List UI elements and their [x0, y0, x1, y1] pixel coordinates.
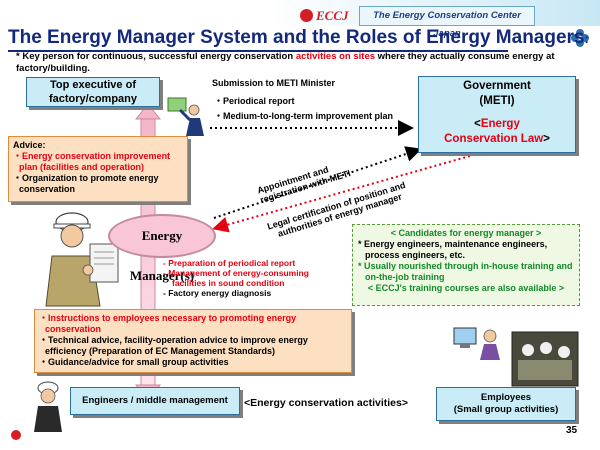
logo-text: ECCJ [316, 8, 349, 23]
submission-title: Submission to METI Minister [212, 78, 336, 88]
advice-title: Advice: [13, 140, 46, 150]
clover-icon [571, 29, 589, 47]
instruction-1-text: Instructions to employees necessary to p… [45, 313, 297, 334]
advice-box: Advice: ・Energy conservation improvement… [8, 136, 188, 202]
subtitle-part2: where they actually consume energy at fa… [16, 51, 555, 74]
candidates-item-1-text: Energy engineers, maintenance engineers,… [364, 239, 548, 260]
candidates-item-3: < ECCJ's training courses are also avail… [367, 283, 565, 293]
law-line2-text: Conservation Law [444, 133, 544, 145]
em-task-2-text: Management of energy-consuming [168, 268, 309, 278]
em-task-1-text: Preparation of periodical report [168, 258, 296, 268]
em-task-4: - Factory energy diagnosis [163, 288, 272, 298]
instruction-1: ・Instructions to employees necessary to … [39, 313, 297, 334]
instruction-3-text: Guidance/advice for small group activiti… [48, 357, 229, 367]
submission-item-1-text: Periodical report [223, 96, 295, 106]
em-tasks-list: - Preparation of periodical report - Man… [163, 258, 309, 298]
candidates-title: < Candidates for energy manager > [390, 228, 542, 238]
candidates-item-2: * Usually nourished through in-house tra… [358, 261, 573, 282]
employees-photo-icon [453, 327, 579, 387]
energy-manager-figure-icon [45, 212, 119, 307]
engineer-figure-icon [34, 381, 62, 432]
employees-box: Employees (Small group activities) [436, 387, 576, 421]
ec-activities-label: <Energy conservation activities> [244, 397, 408, 409]
employees-line2: (Small group activities) [453, 404, 559, 415]
page-title: The Energy Manager System and the Roles … [8, 27, 589, 49]
candidates-item-1: * Energy engineers, maintenance engineer… [358, 239, 548, 260]
subtitle-highlight: activities on sites [295, 51, 376, 62]
certification-arrow [212, 155, 471, 233]
em-task-2: - Management of energy-consuming [163, 268, 309, 278]
em-task-3: facilities in sound condition [163, 278, 309, 288]
top-executive-line2: factory/company [48, 93, 138, 105]
em-task-1: - Preparation of periodical report [163, 258, 296, 268]
government-line2: (METI) [479, 95, 515, 107]
instructions-box: ・Instructions to employees necessary to … [34, 309, 352, 373]
instruction-2-text: Technical advice, facility-operation adv… [45, 335, 308, 356]
eccj-small-logo-icon [11, 430, 21, 440]
submission-item-2: ・Medium-to-long-term improvement plan [214, 111, 394, 121]
top-executive-line1: Top executive of [50, 79, 136, 91]
subtitle-part1: Key person for continuous, successful en… [22, 51, 294, 62]
appointment-arrow [213, 146, 422, 219]
submission-item-1: ・Periodical report [214, 96, 295, 106]
employees-line1: Employees [480, 392, 532, 403]
energy-manager-oval: Energy Manager(s) [108, 214, 216, 283]
em-task-4-text: Factory energy diagnosis [168, 288, 272, 298]
instruction-3: ・Guidance/advice for small group activit… [39, 357, 229, 367]
title-text: The Energy Manager System and the Roles … [8, 27, 585, 48]
advice-item-1-text: Energy conservation improvement plan (fa… [19, 151, 171, 172]
org-name-box: The Energy Conservation Center Japan [359, 6, 535, 39]
government-box: Government (METI) <Energy Conservation L… [418, 76, 576, 153]
title-suffix: : [584, 31, 589, 46]
submission-item-2-text: Medium-to-long-term improvement plan [223, 111, 394, 121]
candidates-box: < Candidates for energy manager > * Ener… [352, 224, 580, 306]
em-task-3-text: facilities in sound condition [172, 278, 285, 288]
presenter-figure-icon [167, 97, 204, 136]
candidates-item-2-text: Usually nourished through in-house train… [364, 261, 573, 282]
eccj-logo-icon [300, 9, 313, 22]
page-number: 35 [566, 425, 578, 436]
subtitle-bullet: * [16, 51, 20, 62]
advice-item-2: ・Organization to promote energy conserva… [13, 173, 159, 194]
subtitle: * Key person for continuous, successful … [16, 51, 591, 75]
law-line1: <Energy [474, 118, 520, 130]
instruction-2: ・Technical advice, facility-operation ad… [39, 335, 308, 356]
engineers-box: Engineers / middle management [70, 387, 240, 415]
government-line1: Government [463, 80, 531, 92]
title-underline [8, 50, 508, 52]
law-line1-text: Energy [480, 118, 520, 130]
advice-item-1: ・Energy conservation improvement plan (f… [13, 151, 171, 172]
advice-item-2-text: Organization to promote energy conservat… [19, 173, 159, 194]
top-executive-box: Top executive of factory/company [26, 77, 160, 107]
